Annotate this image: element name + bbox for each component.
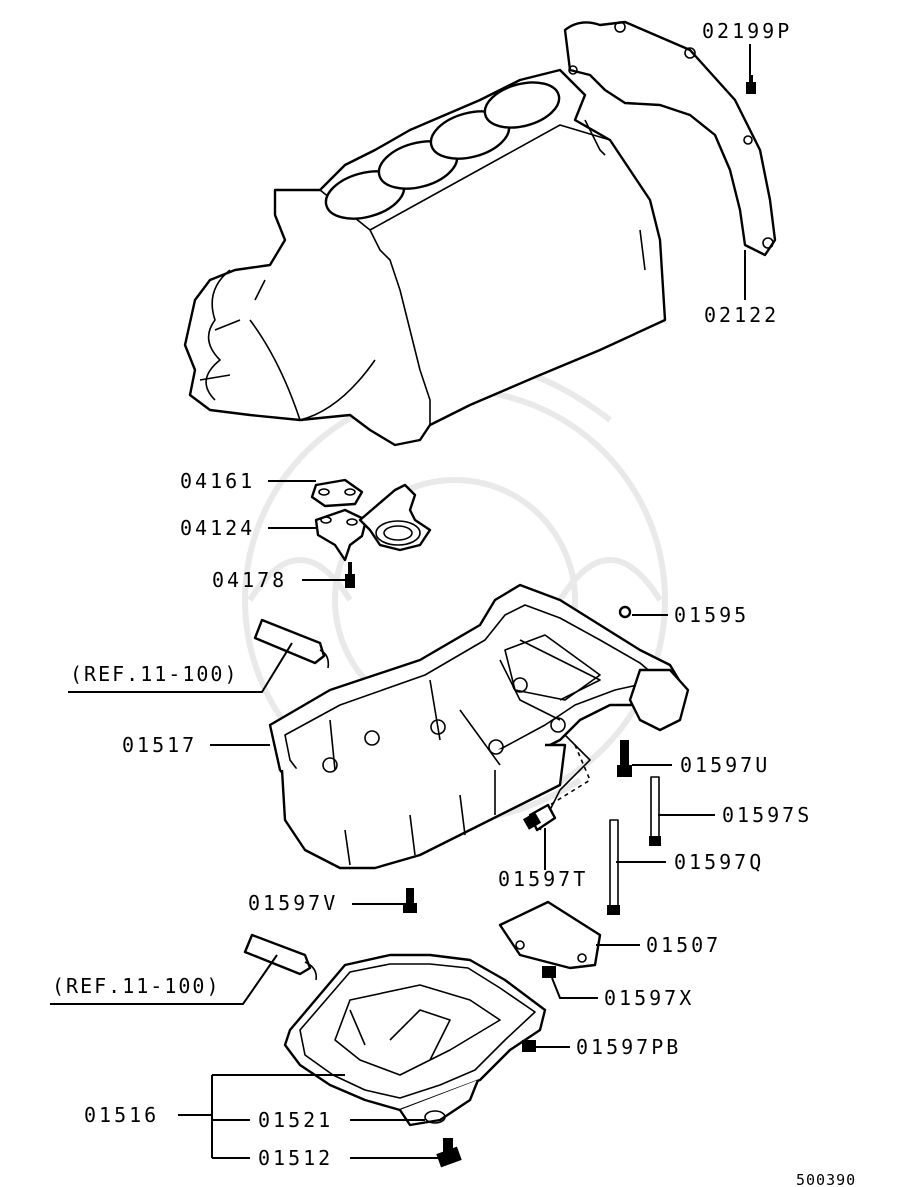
label-01597U: 01597U [680, 753, 770, 777]
washer-01595-icon [618, 605, 632, 619]
label-01597T: 01597T [498, 867, 588, 891]
bolt-01597X-icon [542, 966, 556, 978]
bolt-01597PB-icon [522, 1040, 536, 1052]
label-04161: 04161 [180, 469, 255, 493]
label-ref-upper: (REF.11-100) [70, 662, 239, 686]
cover-plate-01507-drawing [498, 900, 602, 970]
label-01597Q: 01597Q [674, 850, 764, 874]
bolt-02199P-icon [746, 75, 756, 94]
label-01597PB: 01597PB [576, 1035, 681, 1059]
bolt-01597S-icon [649, 776, 661, 846]
bolt-04178-icon [345, 562, 355, 588]
part-labels: 02199P 02122 04161 04124 04178 01595 (RE… [52, 19, 856, 1187]
label-01597V: 01597V [248, 891, 338, 915]
label-01597S: 01597S [722, 803, 812, 827]
label-01517: 01517 [122, 733, 197, 757]
label-01516: 01516 [84, 1103, 159, 1127]
label-01595: 01595 [674, 603, 749, 627]
lower-oil-pan-drawing [283, 953, 547, 1127]
label-02122: 02122 [704, 303, 779, 327]
bolt-01597Q-icon [607, 819, 620, 915]
diagram-code: 500390 [796, 1171, 856, 1187]
label-01597X: 01597X [604, 986, 694, 1010]
bolt-01597U-icon [617, 740, 632, 777]
rear-plate-drawing [563, 20, 777, 257]
gasket-01521-icon [424, 1110, 446, 1124]
drain-plug-01512-icon [436, 1138, 462, 1168]
label-01521: 01521 [258, 1108, 333, 1132]
leader-lines [50, 44, 751, 1159]
engine-block-drawing [183, 68, 667, 447]
label-01507: 01507 [646, 933, 721, 957]
sealant-tube-upper-icon [253, 618, 330, 669]
label-01512: 01512 [258, 1146, 333, 1170]
label-04124: 04124 [180, 516, 255, 540]
sealant-tube-lower-icon [243, 933, 318, 981]
label-ref-lower: (REF.11-100) [52, 974, 221, 998]
bolt-01597T-icon [522, 803, 557, 832]
water-outlet-drawing [310, 478, 432, 562]
label-02199P: 02199P [702, 19, 792, 43]
label-04178: 04178 [212, 568, 287, 592]
bolt-01597V-icon [403, 888, 417, 913]
upper-oil-pan-drawing [268, 583, 690, 870]
